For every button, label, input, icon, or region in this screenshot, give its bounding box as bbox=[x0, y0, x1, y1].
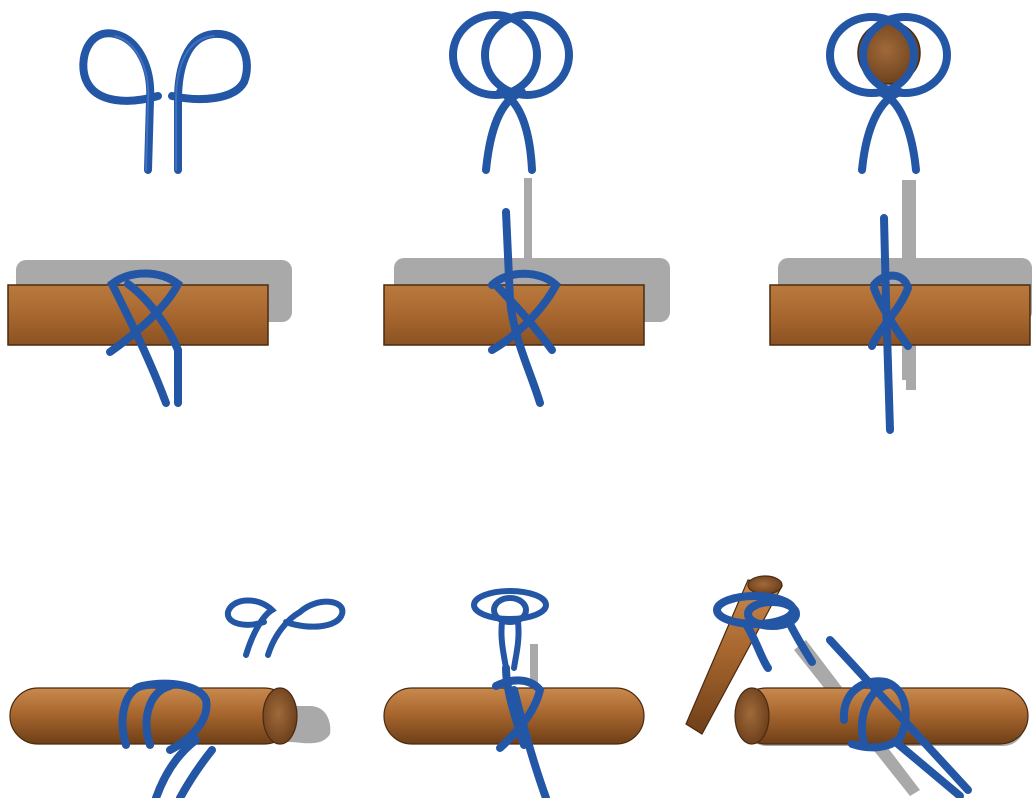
step-8-stacked-loops-over-log bbox=[384, 591, 644, 798]
step-5-rope-wrapping-plank bbox=[384, 178, 670, 403]
step-7-loops-over-log bbox=[10, 600, 342, 798]
log-end bbox=[263, 688, 297, 744]
rope-loops bbox=[228, 600, 343, 655]
step-2-overlapped-loops bbox=[453, 15, 569, 170]
step-6-hitch-tightened-on-plank bbox=[770, 180, 1032, 430]
rope bbox=[83, 33, 247, 170]
log-end bbox=[735, 688, 769, 744]
step-1-two-loops bbox=[83, 33, 247, 170]
rope bbox=[453, 15, 569, 170]
step-4-rope-crossing-plank bbox=[8, 260, 292, 403]
step-9-hitch-on-pole-and-log bbox=[686, 576, 1028, 796]
